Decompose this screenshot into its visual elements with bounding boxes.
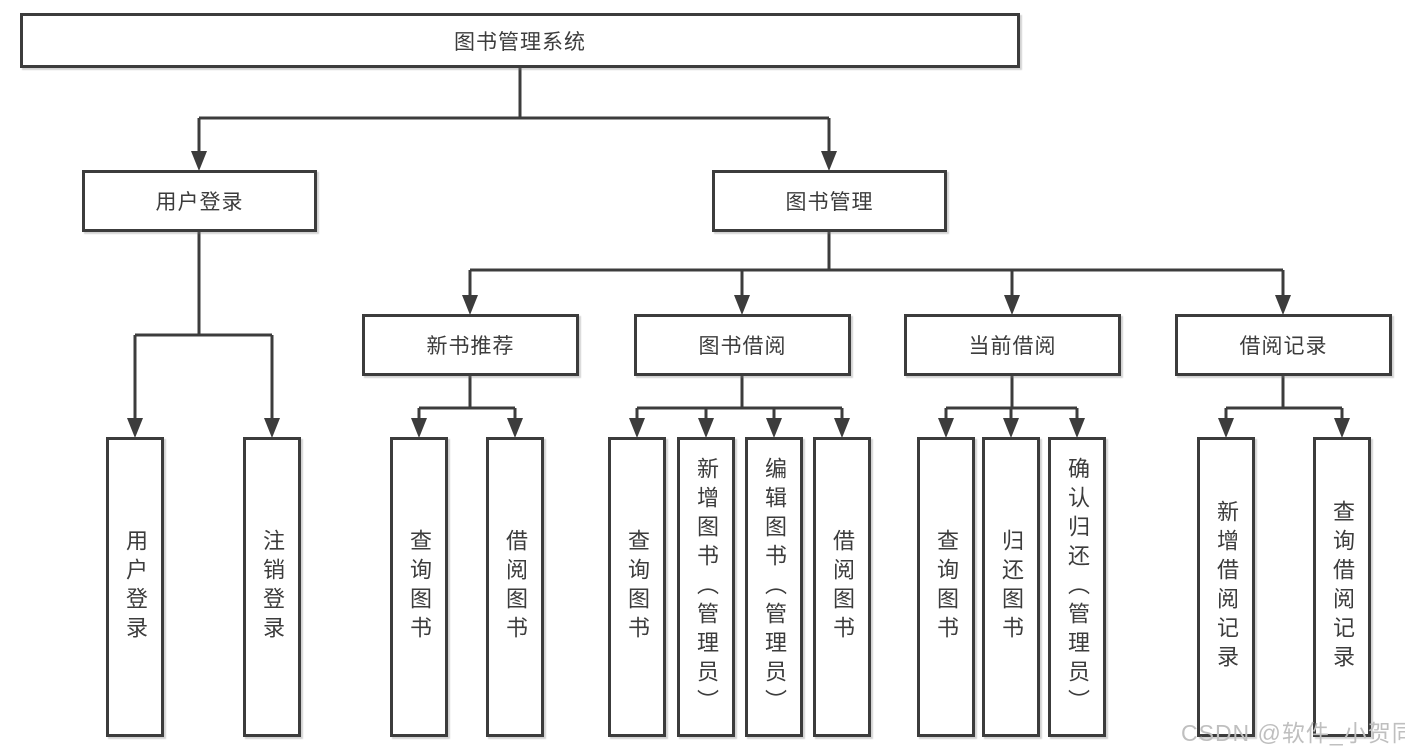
leaf-label: 确认归还（管理员） [1065, 456, 1090, 718]
arrowhead [1004, 295, 1020, 315]
leaf-borrow-add-books-admin: 新增图书（管理员） [677, 437, 735, 737]
connector-root-split [197, 68, 831, 152]
leaf-label: 查询图书 [934, 529, 959, 645]
arrowhead [629, 418, 645, 438]
node-current-borrow: 当前借阅 [904, 314, 1121, 376]
arrowhead [462, 295, 478, 315]
node-book-borrow: 图书借阅 [634, 314, 851, 376]
node-book-management: 图书管理 [712, 170, 947, 232]
arrowhead [1334, 418, 1350, 438]
arrowheads [127, 151, 1350, 438]
arrowhead [1275, 295, 1291, 315]
node-borrow-records: 借阅记录 [1175, 314, 1392, 376]
node-root: 图书管理系统 [20, 13, 1020, 68]
arrowhead [834, 418, 850, 438]
arrowhead [766, 418, 782, 438]
watermark: CSDN @软件_小贺同学 [1181, 720, 1405, 746]
node-user-login: 用户登录 [82, 170, 317, 232]
leaf-label: 查询图书 [407, 529, 432, 645]
leaf-label: 借阅图书 [830, 529, 855, 645]
connector-book-borrow-split [635, 376, 844, 419]
arrowhead [1218, 418, 1234, 438]
leaf-current-query-books: 查询图书 [917, 437, 975, 737]
arrowhead [698, 418, 714, 438]
connector-current-borrow-split [944, 376, 1079, 419]
leaf-borrow-query-books: 查询图书 [608, 437, 666, 737]
connector-borrow-records-split [1224, 376, 1344, 419]
leaf-borrow-edit-books-admin: 编辑图书（管理员） [745, 437, 803, 737]
leaf-records-add-record: 新增借阅记录 [1197, 437, 1255, 737]
leaf-label: 查询借阅记录 [1330, 500, 1355, 674]
leaf-newbook-borrow-books: 借阅图书 [486, 437, 544, 737]
arrowhead [821, 151, 837, 171]
arrowhead [411, 418, 427, 438]
leaf-label: 新增借阅记录 [1214, 500, 1239, 674]
leaf-borrow-borrow-books: 借阅图书 [813, 437, 871, 737]
leaf-label: 借阅图书 [503, 529, 528, 645]
arrowhead [507, 418, 523, 438]
leaf-label: 注销登录 [260, 529, 285, 645]
connector-book-mgmt-split [468, 232, 1285, 296]
arrowhead [1069, 418, 1085, 438]
arrowhead [127, 418, 143, 438]
arrowhead [1003, 418, 1019, 438]
leaf-records-query-record: 查询借阅记录 [1313, 437, 1371, 737]
leaf-label: 查询图书 [625, 529, 650, 645]
arrowhead [191, 151, 207, 171]
node-new-book-recommend: 新书推荐 [362, 314, 579, 376]
leaf-current-return-books: 归还图书 [982, 437, 1040, 737]
connector-user-login-split [133, 232, 274, 419]
arrowhead [938, 418, 954, 438]
leaf-current-confirm-return-admin: 确认归还（管理员） [1048, 437, 1106, 737]
leaf-label: 新增图书（管理员） [694, 456, 719, 718]
leaf-label: 编辑图书（管理员） [762, 456, 787, 718]
arrowhead [734, 295, 750, 315]
connector-new-book-split [417, 376, 517, 419]
leaf-label: 归还图书 [999, 529, 1024, 645]
leaf-logout: 注销登录 [243, 437, 301, 737]
leaf-label: 用户登录 [123, 529, 148, 645]
arrowhead [264, 418, 280, 438]
leaf-user-login: 用户登录 [106, 437, 164, 737]
leaf-newbook-query-books: 查询图书 [390, 437, 448, 737]
